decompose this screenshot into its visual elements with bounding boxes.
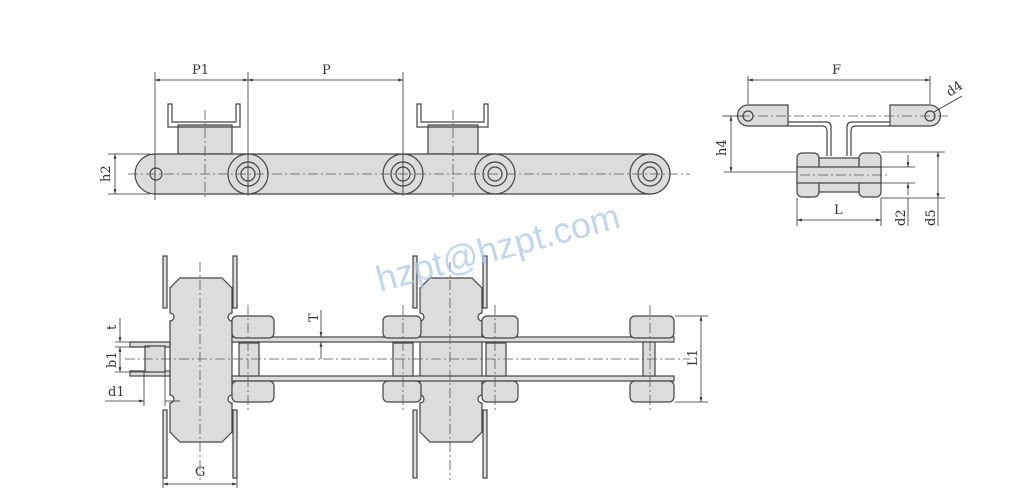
- plan-view: t b1 d1 T L1 G: [105, 255, 708, 488]
- d5-label: d5: [924, 209, 939, 226]
- attachment-plate-2: [412, 255, 488, 479]
- roller-heads: [231, 315, 675, 403]
- d1-label: d1: [108, 385, 125, 400]
- attachment-bracket-2: [416, 103, 489, 155]
- d2-label: d2: [894, 209, 909, 226]
- t-big-label: T: [307, 313, 322, 322]
- h4-label: h4: [715, 139, 730, 156]
- t-small-label: t: [105, 324, 120, 330]
- side-view: F d4 h4 L d2 d5: [715, 63, 966, 226]
- link-plates: [129, 336, 675, 382]
- b1-label: b1: [105, 351, 120, 368]
- l-label: L: [834, 203, 843, 218]
- watermark: hzpt@hzpt.com: [371, 195, 624, 299]
- p-label: P: [322, 63, 331, 78]
- d4-label: d4: [944, 78, 966, 100]
- roller-bushings: [144, 341, 656, 377]
- h2-label: h2: [99, 165, 114, 182]
- g-label: G: [195, 465, 205, 480]
- f-label: F: [832, 63, 841, 78]
- attachment-bracket-1: [167, 103, 241, 155]
- attachment-plate-1: [162, 255, 238, 479]
- l1-label: L1: [686, 349, 701, 366]
- front-view: P1 P h2: [99, 63, 690, 200]
- p1-label: P1: [192, 63, 209, 78]
